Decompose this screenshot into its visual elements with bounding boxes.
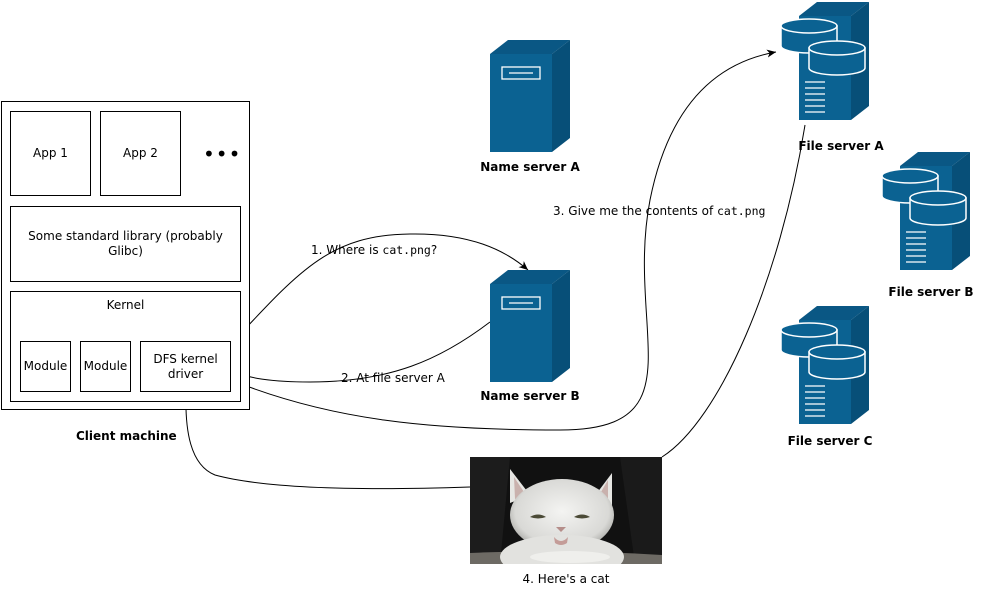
step-4-label: 4. Here's a cat <box>522 572 610 586</box>
file-server-a-icon <box>780 2 869 120</box>
edge-cat-to-driver <box>181 392 471 490</box>
edge-at-file-server <box>231 321 491 383</box>
edge-give-contents <box>230 49 777 431</box>
step-2-label: 2. At file server A <box>341 371 445 385</box>
dfs-driver-box: DFS kernel driver <box>140 341 231 392</box>
step-1-filename: cat.png <box>382 243 431 257</box>
file-server-c-label: File server C <box>787 434 873 448</box>
kernel-label: Kernel <box>106 298 145 312</box>
module-1-box: Module <box>20 341 71 392</box>
app-2-label: App 2 <box>123 146 158 160</box>
step-1-suffix: ? <box>430 243 438 257</box>
standard-library-box: Some standard library (probably Glibc) <box>10 206 241 282</box>
app-1-label: App 1 <box>33 146 68 160</box>
standard-library-label: Some standard library (probably Glibc) <box>28 229 223 258</box>
cat-illustration <box>470 457 662 564</box>
app-2-box: App 2 <box>100 111 181 196</box>
step-1-text: 1. Where is <box>311 243 383 257</box>
step-3-filename: cat.png <box>716 204 766 218</box>
name-server-b-icon <box>490 270 570 382</box>
name-server-b-label: Name server B <box>480 389 580 403</box>
name-server-a-icon <box>490 40 570 152</box>
step-3-text: 3. Give me the contents of <box>553 204 717 218</box>
file-server-b-icon <box>881 152 970 270</box>
file-server-b-label: File server B <box>888 285 974 299</box>
step-3-label: 3. Give me the contents of cat.png <box>553 204 765 218</box>
file-server-c-icon <box>780 306 869 424</box>
cat-image <box>470 457 662 564</box>
module-1-label: Module <box>23 359 68 373</box>
module-2-box: Module <box>80 341 131 392</box>
client-machine-label: Client machine <box>76 429 177 443</box>
name-server-a-label: Name server A <box>480 160 580 174</box>
edge-where-is <box>230 233 529 345</box>
step-1-label: 1. Where is cat.png? <box>311 243 437 257</box>
dfs-driver-label: DFS kernel driver <box>153 351 218 381</box>
file-server-a-label: File server A <box>798 139 884 153</box>
edge-cat-from-server <box>661 124 806 458</box>
app-1-box: App 1 <box>10 111 91 196</box>
more-apps-ellipsis: ••• <box>203 142 242 166</box>
module-2-label: Module <box>83 359 128 373</box>
